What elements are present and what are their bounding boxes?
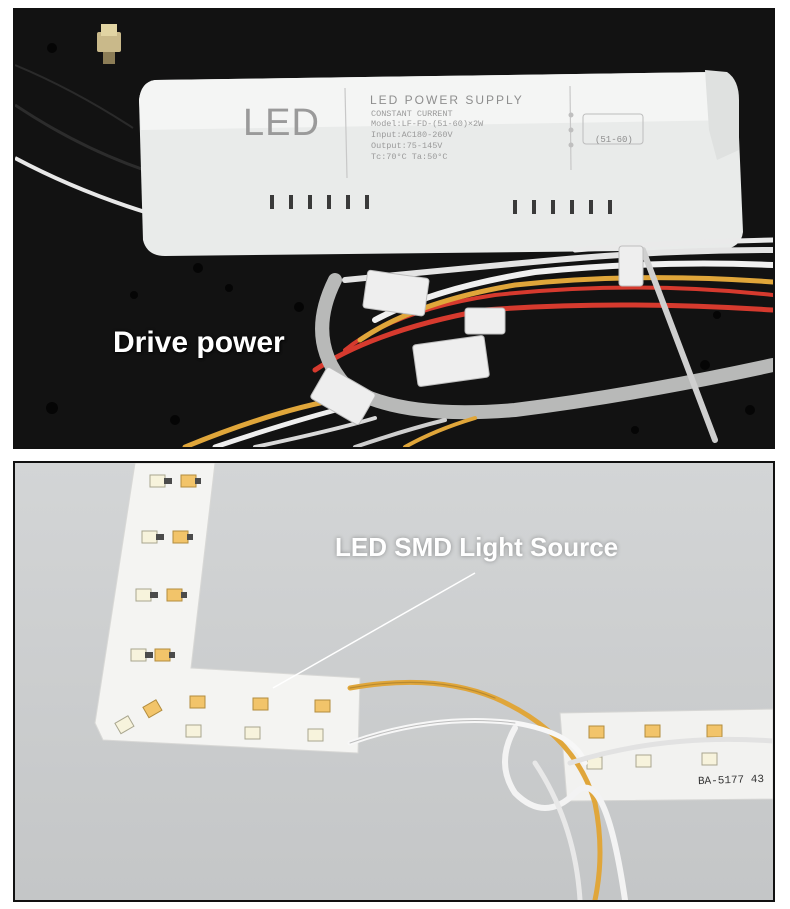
screw <box>97 24 121 64</box>
led-smd-scene <box>15 463 773 900</box>
driver-spec-line: Tc:70°C Ta:50°C <box>371 152 448 162</box>
pcb-part-code: BA-5177 43 <box>697 773 765 789</box>
led-chips <box>114 474 723 770</box>
caption-pointer-line <box>272 572 476 689</box>
driver-spec-line: Model:LF-FD-(51-60)×2W <box>371 119 484 129</box>
driver-spec-line: Output:75-145V <box>371 141 443 151</box>
driver-spec-line: Input:AC180-260V <box>371 130 453 140</box>
led-driver-box <box>139 70 743 256</box>
led-smd-caption: LED SMD Light Source <box>335 532 619 562</box>
driver-range-text: (51-60) <box>595 135 633 145</box>
driver-spec-line: CONSTANT CURRENT <box>371 109 453 119</box>
led-smd-photo: LED SMD Light Source <box>13 461 775 902</box>
drive-power-caption: Drive power <box>113 326 285 359</box>
input-cable <box>15 156 146 214</box>
drive-power-scene <box>15 24 773 447</box>
drive-power-photo: LED LED POWER SUPPLY CONSTANT CURRENT Mo… <box>13 8 775 449</box>
driver-brand-text: LED <box>243 102 320 144</box>
plate-holes <box>46 43 755 434</box>
wire-connectors <box>310 245 644 425</box>
pcb-wires <box>347 679 773 900</box>
driver-title-text: LED POWER SUPPLY <box>370 93 524 107</box>
